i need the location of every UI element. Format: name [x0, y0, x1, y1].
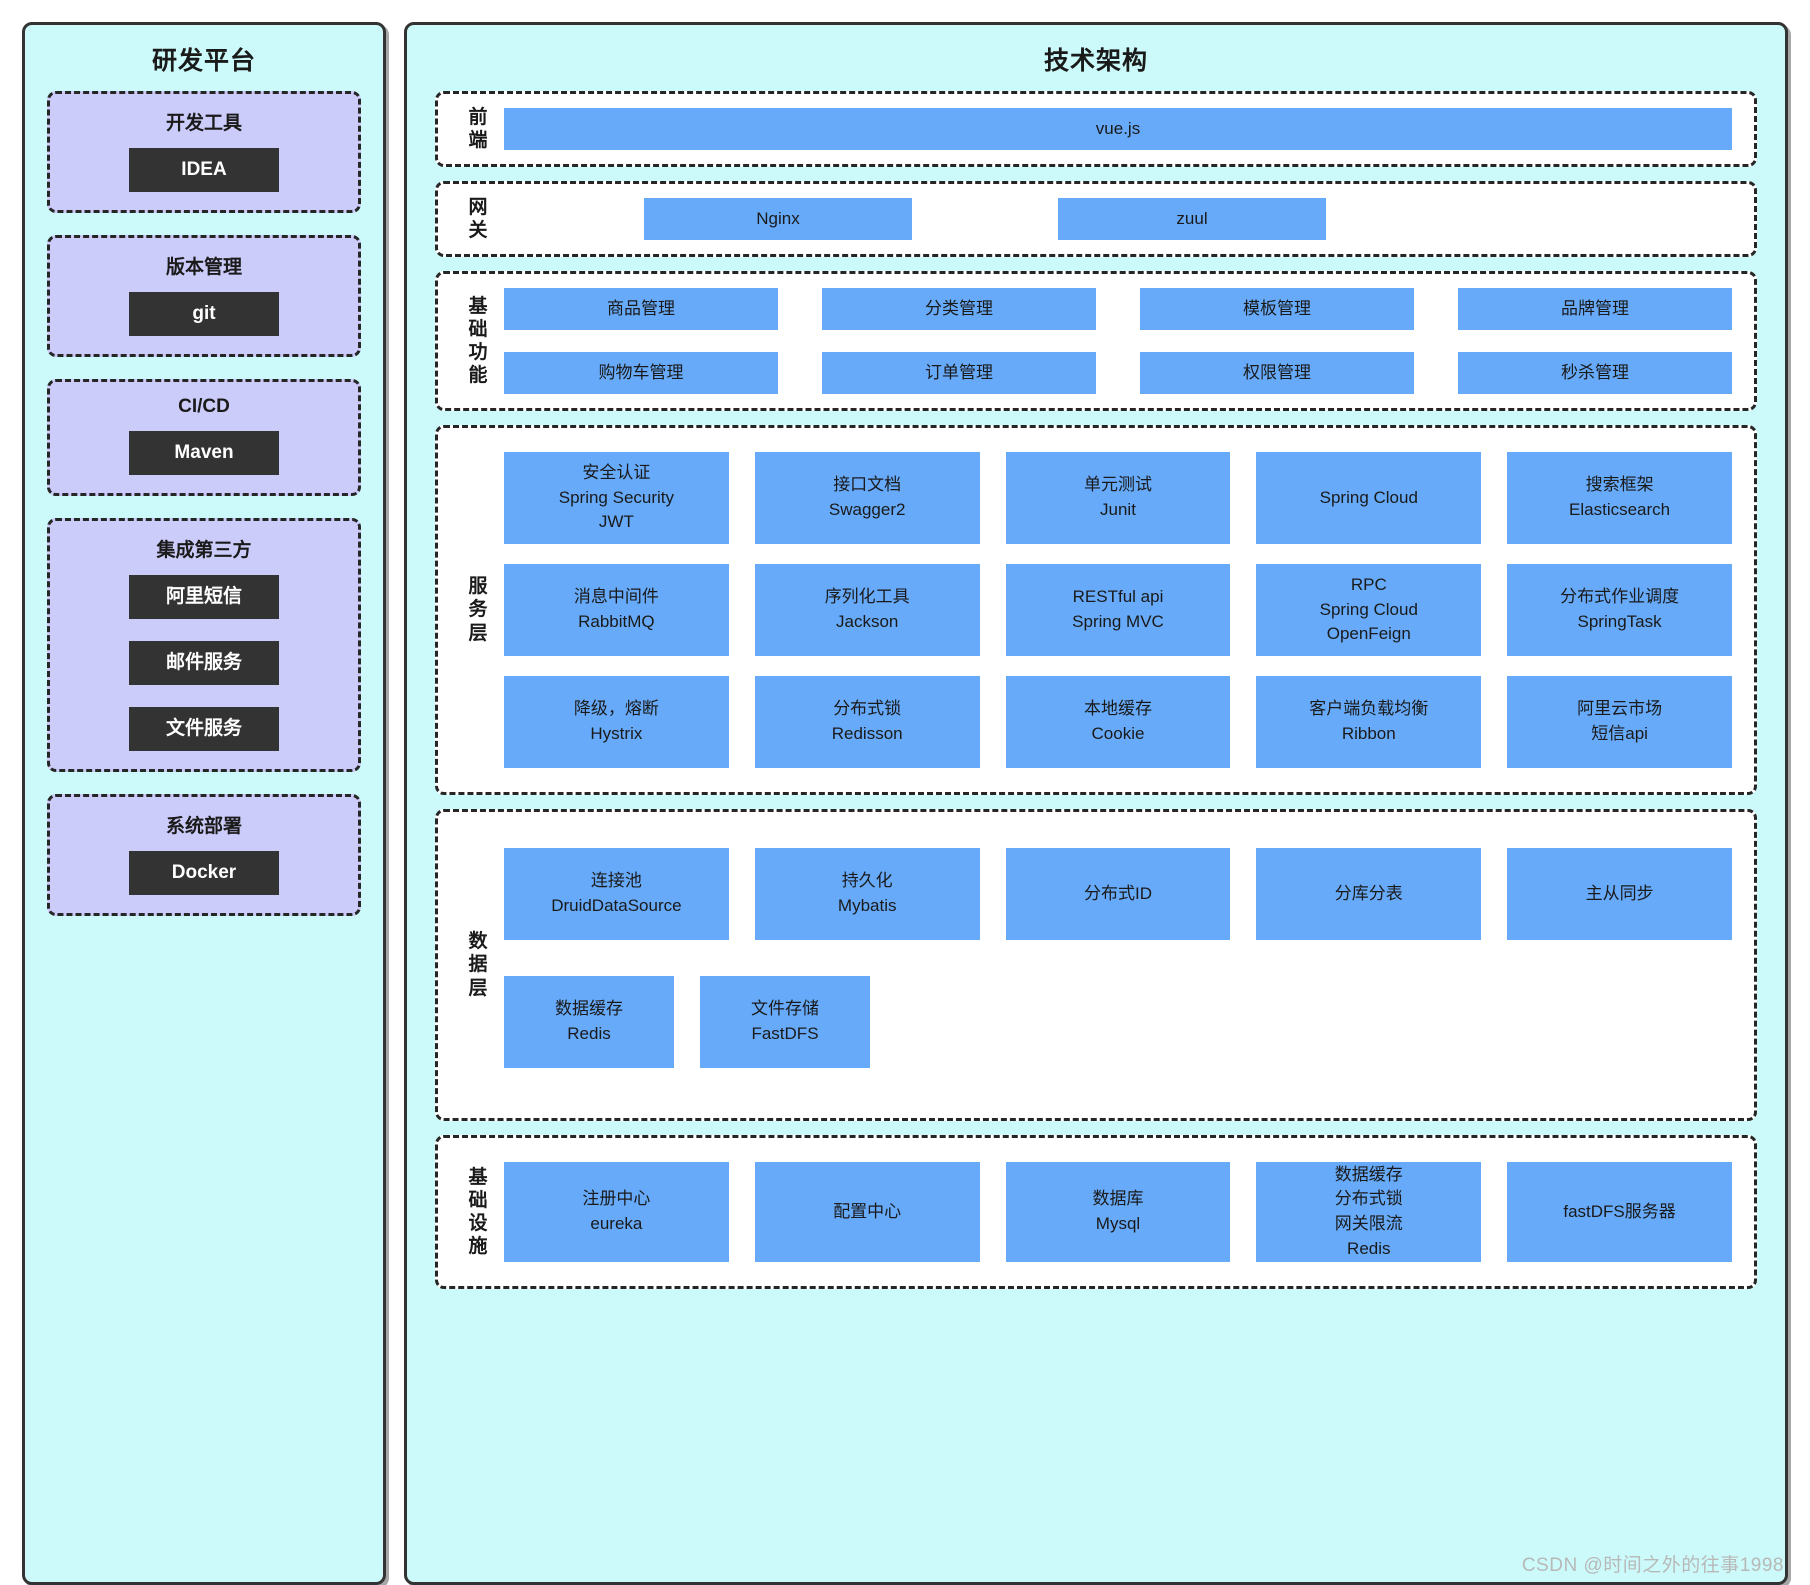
architecture-layers: 前端 vue.js 网关 Nginx zuul	[407, 91, 1785, 1289]
tech-cell-product-mgmt[interactable]: 商品管理	[504, 288, 778, 330]
layer-row: 消息中间件 RabbitMQ 序列化工具 Jackson RESTful api…	[504, 564, 1732, 656]
layer-body: 连接池 DruidDataSource 持久化 Mybatis 分布式ID 分库…	[504, 822, 1732, 1108]
layer-data: 数据层 连接池 DruidDataSource 持久化 Mybatis 分布式I…	[435, 809, 1757, 1121]
tech-cell-master-slave-sync[interactable]: 主从同步	[1507, 848, 1732, 940]
tech-architecture-panel: 技术架构 前端 vue.js 网关 Nginx zuul	[404, 22, 1788, 1585]
layer-body: Nginx zuul	[504, 194, 1732, 244]
layer-row: 注册中心 eureka 配置中心 数据库 Mysql 数据缓存 分布式锁 网关限…	[504, 1162, 1732, 1262]
layer-gateway: 网关 Nginx zuul	[435, 181, 1757, 257]
layer-body: 商品管理 分类管理 模板管理 品牌管理 购物车管理 订单管理 权限管理 秒杀管理	[504, 284, 1732, 398]
tech-cell-ribbon[interactable]: 客户端负载均衡 Ribbon	[1256, 676, 1482, 768]
dev-group-deployment: 系统部署 Docker	[47, 794, 361, 916]
watermark: CSDN @时间之外的往事1998	[1521, 1555, 1784, 1576]
tech-cell-category-mgmt[interactable]: 分类管理	[822, 288, 1096, 330]
tech-cell-mysql[interactable]: 数据库 Mysql	[1005, 1162, 1231, 1262]
tech-cell-cart-mgmt[interactable]: 购物车管理	[504, 352, 778, 394]
tech-cell-security-jwt[interactable]: 安全认证 Spring Security JWT	[504, 452, 729, 544]
tech-cell-druid[interactable]: 连接池 DruidDataSource	[504, 848, 729, 940]
layer-row: vue.js	[504, 108, 1732, 150]
tech-cell-spring-cloud[interactable]: Spring Cloud	[1256, 452, 1482, 544]
layer-label: 基础功能	[468, 295, 488, 387]
dev-platform-panel: 研发平台 开发工具 IDEA 版本管理 git CI/CD Maven 集成第三…	[22, 22, 386, 1585]
tech-cell-brand-mgmt[interactable]: 品牌管理	[1458, 288, 1732, 330]
layer-row: 连接池 DruidDataSource 持久化 Mybatis 分布式ID 分库…	[504, 848, 1732, 940]
tech-cell-template-mgmt[interactable]: 模板管理	[1140, 288, 1414, 330]
layer-body: 注册中心 eureka 配置中心 数据库 Mysql 数据缓存 分布式锁 网关限…	[504, 1148, 1732, 1276]
layer-row: 商品管理 分类管理 模板管理 品牌管理	[504, 288, 1732, 330]
tech-cell-permission-mgmt[interactable]: 权限管理	[1140, 352, 1414, 394]
dev-group-dev-tools: 开发工具 IDEA	[47, 91, 361, 213]
tool-chip-ali-sms[interactable]: 阿里短信	[129, 575, 279, 619]
layer-frontend: 前端 vue.js	[435, 91, 1757, 167]
tool-chip-git[interactable]: git	[129, 292, 279, 336]
tool-chip-idea[interactable]: IDEA	[129, 148, 279, 192]
row-spacer	[896, 976, 1732, 1068]
tech-cell-redisson[interactable]: 分布式锁 Redisson	[754, 676, 980, 768]
tech-cell-order-mgmt[interactable]: 订单管理	[822, 352, 1096, 394]
tech-cell-sharding[interactable]: 分库分表	[1256, 848, 1482, 940]
tech-cell-nginx[interactable]: Nginx	[644, 198, 912, 240]
dev-group-version-control: 版本管理 git	[47, 235, 361, 357]
tool-chip-file-service[interactable]: 文件服务	[129, 707, 279, 751]
layer-row: 安全认证 Spring Security JWT 接口文档 Swagger2 单…	[504, 452, 1732, 544]
dev-group-title: 系统部署	[165, 816, 242, 837]
tech-cell-eureka[interactable]: 注册中心 eureka	[504, 1162, 729, 1262]
layer-row: 数据缓存 Redis 文件存储 FastDFS	[504, 976, 1732, 1068]
tech-cell-distributed-id[interactable]: 分布式ID	[1005, 848, 1231, 940]
dev-group-title: CI/CD	[178, 396, 230, 417]
layer-label: 前端	[468, 106, 488, 151]
dev-group-cicd: CI/CD Maven	[47, 379, 361, 496]
tech-cell-fastdfs-storage[interactable]: 文件存储 FastDFS	[700, 976, 870, 1068]
tech-cell-spring-mvc[interactable]: RESTful api Spring MVC	[1005, 564, 1231, 656]
layer-service: 服务层 安全认证 Spring Security JWT 接口文档 Swagge…	[435, 425, 1757, 795]
layer-basic-functions: 基础功能 商品管理 分类管理 模板管理 品牌管理 购物车管理 订单管理 权限管理…	[435, 271, 1757, 411]
tech-cell-aliyun-sms-api[interactable]: 阿里云市场 短信api	[1507, 676, 1732, 768]
tech-cell-openfeign[interactable]: RPC Spring Cloud OpenFeign	[1256, 564, 1482, 656]
layer-row: 降级，熔断 Hystrix 分布式锁 Redisson 本地缓存 Cookie …	[504, 676, 1732, 768]
layer-infrastructure: 基础设施 注册中心 eureka 配置中心 数据库 Mysql 数据缓存 分布式…	[435, 1135, 1757, 1289]
tech-cell-seckill-mgmt[interactable]: 秒杀管理	[1458, 352, 1732, 394]
tech-cell-redis-cache[interactable]: 数据缓存 Redis	[504, 976, 674, 1068]
tech-cell-redis-infra[interactable]: 数据缓存 分布式锁 网关限流 Redis	[1256, 1162, 1482, 1262]
tool-chip-maven[interactable]: Maven	[129, 431, 279, 475]
layer-label: 服务层	[468, 576, 488, 644]
tech-cell-vuejs[interactable]: vue.js	[504, 108, 1732, 150]
layer-label: 数据层	[468, 931, 488, 999]
tech-cell-rabbitmq[interactable]: 消息中间件 RabbitMQ	[504, 564, 729, 656]
tech-cell-swagger2[interactable]: 接口文档 Swagger2	[754, 452, 980, 544]
layer-body: vue.js	[504, 104, 1732, 154]
dev-platform-title: 研发平台	[151, 47, 256, 75]
layer-body: 安全认证 Spring Security JWT 接口文档 Swagger2 单…	[504, 438, 1732, 782]
tech-architecture-title: 技术架构	[1043, 47, 1148, 75]
layer-row: Nginx zuul	[504, 198, 1732, 240]
tech-cell-junit[interactable]: 单元测试 Junit	[1005, 452, 1231, 544]
dev-group-title: 集成第三方	[156, 540, 252, 561]
tech-cell-hystrix[interactable]: 降级，熔断 Hystrix	[504, 676, 729, 768]
tech-cell-fastdfs-server[interactable]: fastDFS服务器	[1507, 1162, 1732, 1262]
layer-label: 基础设施	[468, 1166, 488, 1258]
dev-group-title: 开发工具	[165, 113, 242, 134]
dev-group-third-party: 集成第三方 阿里短信 邮件服务 文件服务	[47, 518, 361, 772]
dev-platform-groups: 开发工具 IDEA 版本管理 git CI/CD Maven 集成第三方 阿里短…	[25, 91, 383, 916]
layer-row: 购物车管理 订单管理 权限管理 秒杀管理	[504, 352, 1732, 394]
tech-cell-springtask[interactable]: 分布式作业调度 SpringTask	[1507, 564, 1732, 656]
tech-cell-jackson[interactable]: 序列化工具 Jackson	[754, 564, 980, 656]
tech-cell-zuul[interactable]: zuul	[1058, 198, 1326, 240]
layer-label: 网关	[468, 196, 488, 241]
tech-cell-mybatis[interactable]: 持久化 Mybatis	[754, 848, 980, 940]
tech-cell-config-center[interactable]: 配置中心	[754, 1162, 980, 1262]
tool-chip-mail-service[interactable]: 邮件服务	[129, 641, 279, 685]
tool-chip-docker[interactable]: Docker	[129, 851, 279, 895]
dev-group-title: 版本管理	[165, 257, 242, 278]
tech-cell-elasticsearch[interactable]: 搜索框架 Elasticsearch	[1507, 452, 1732, 544]
tech-cell-cookie[interactable]: 本地缓存 Cookie	[1005, 676, 1231, 768]
